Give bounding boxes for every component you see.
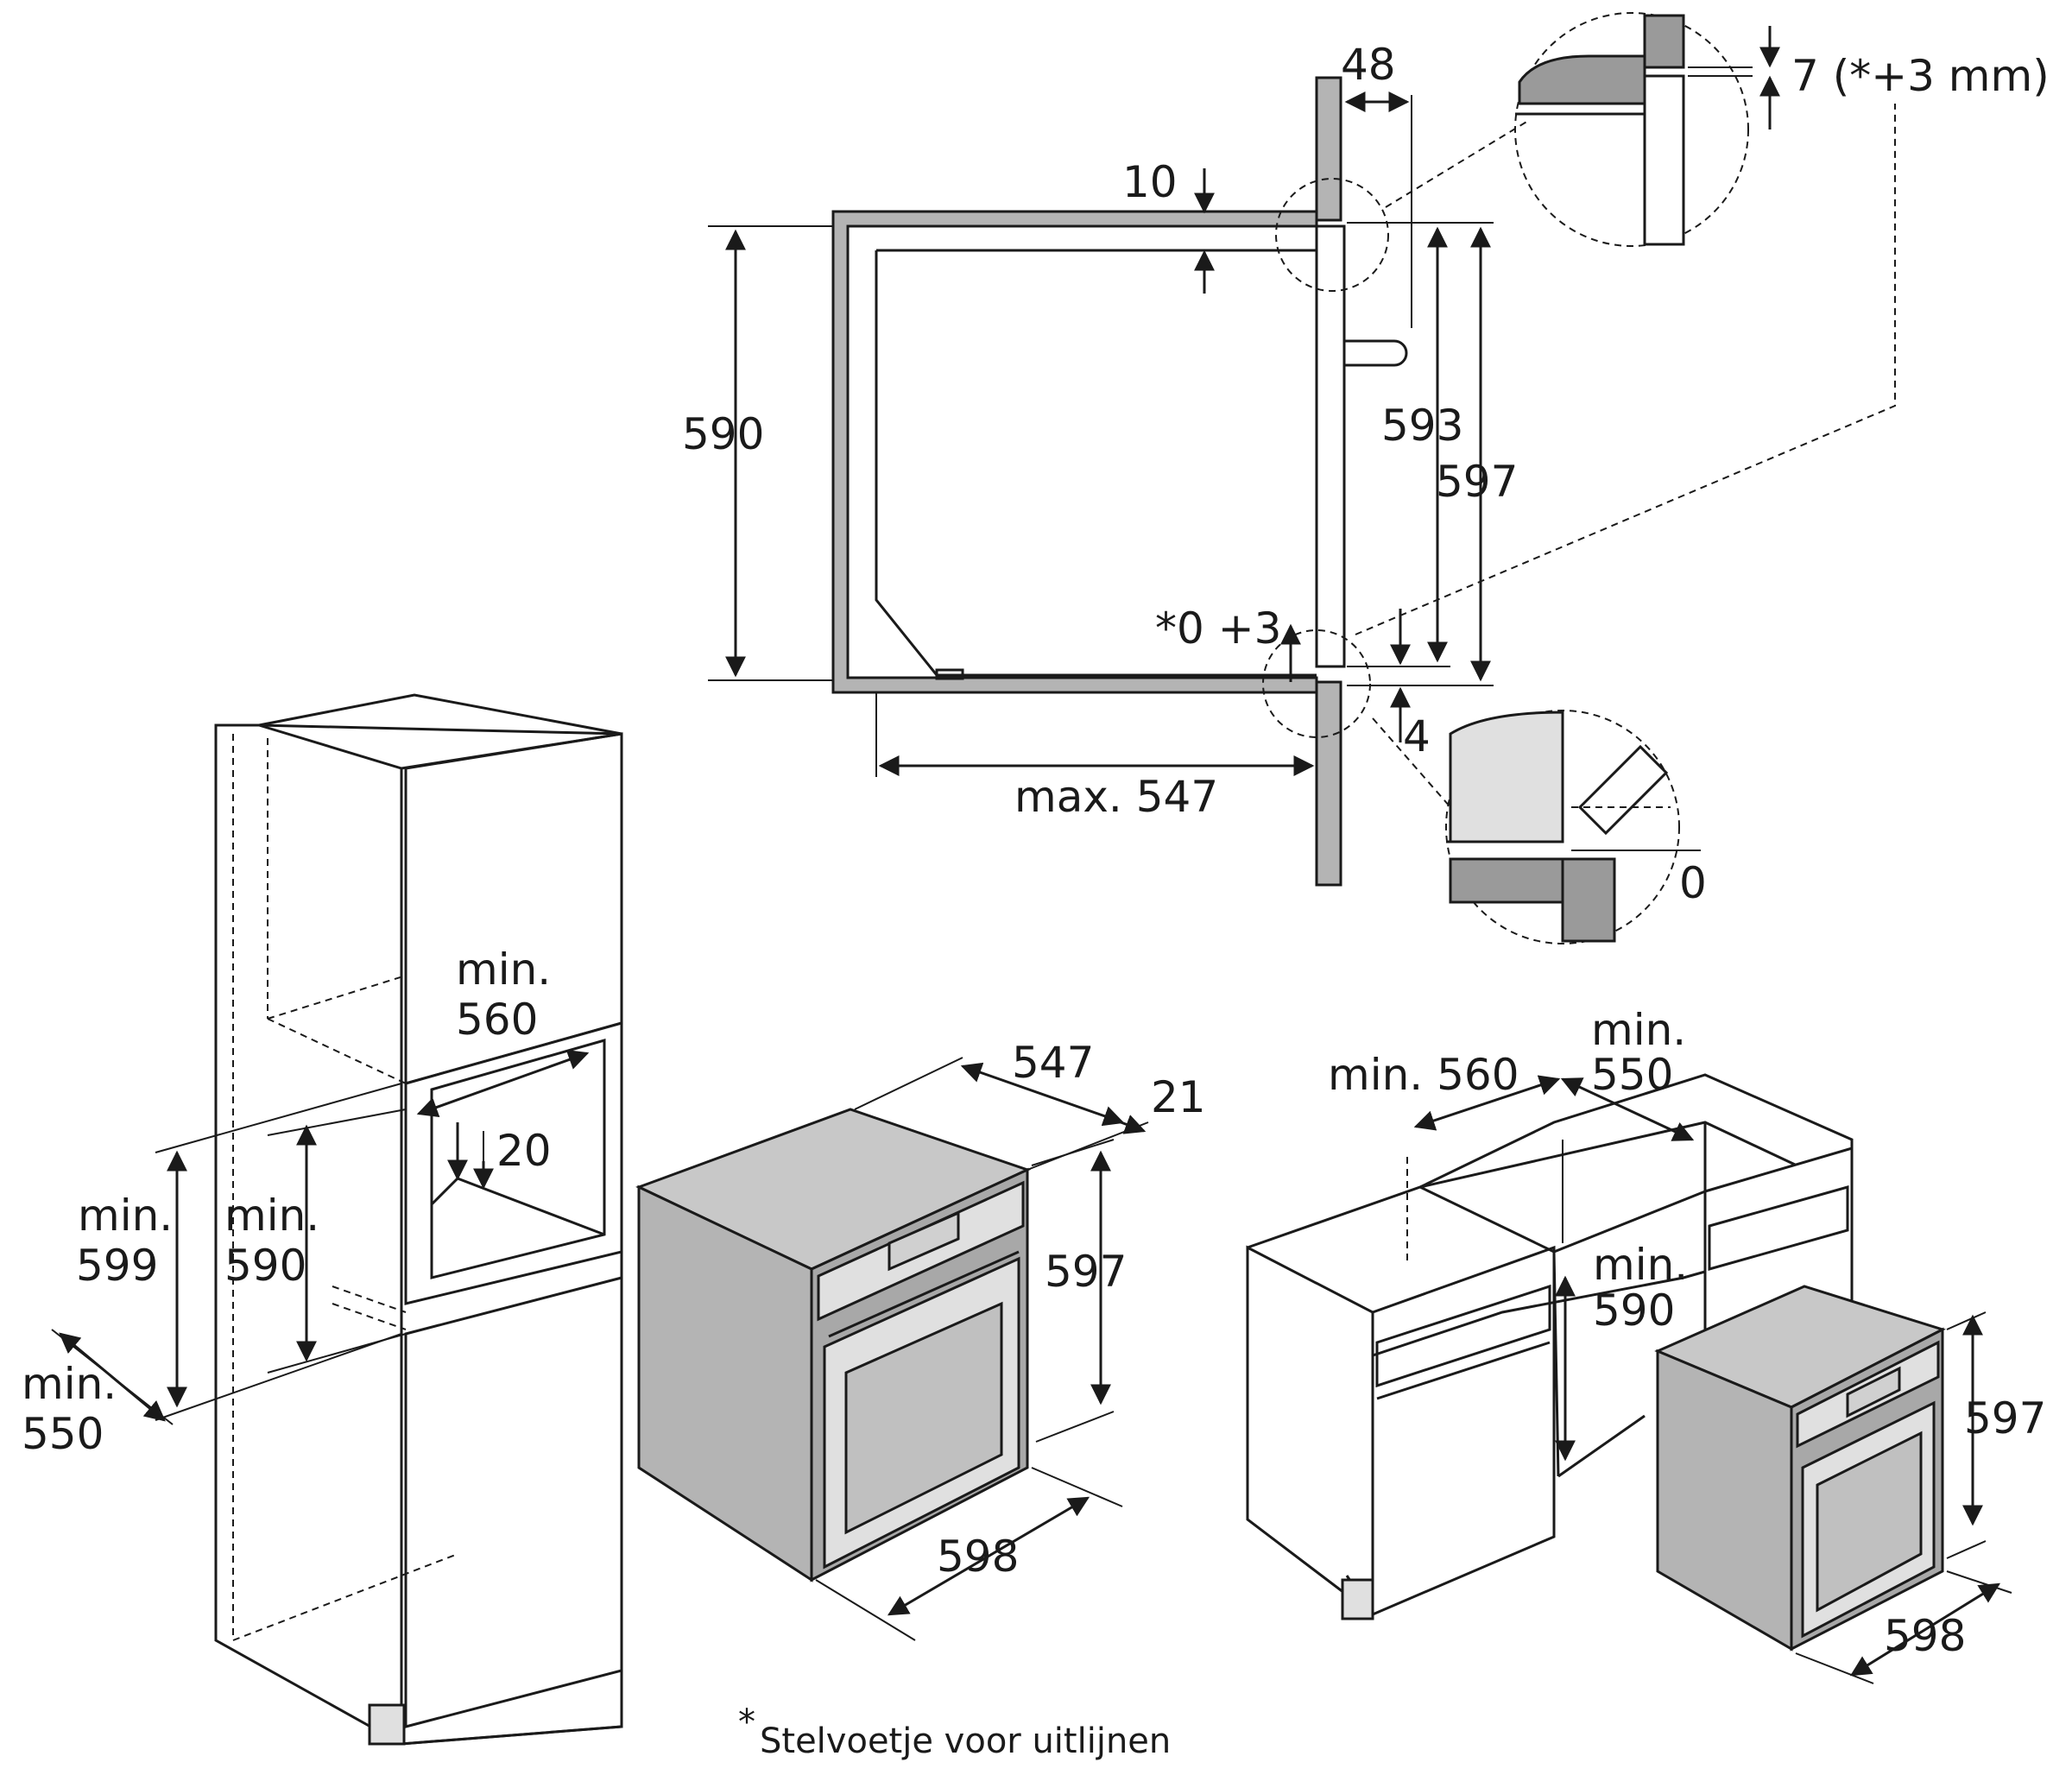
dim-oven-598-line (887, 1496, 1090, 1616)
label-under-min-550-a: min. (1591, 1005, 1686, 1055)
oven-door (1315, 224, 1346, 668)
label-oven-598: 598 (937, 1532, 1019, 1582)
footnote-text: Stelvoetje voor uitlijnen (760, 1721, 1171, 1761)
label-tall-min-599-a: min. (78, 1191, 173, 1241)
detail-ring-bottom (1262, 629, 1371, 738)
label-0-3: *0 +3 (1155, 603, 1281, 654)
dim-under-550-line (1560, 1077, 1695, 1141)
front-panel-bottom (1315, 680, 1342, 887)
label-4: 4 (1403, 711, 1431, 761)
oven-foot (935, 668, 964, 680)
label-under-min-590-b: 590 (1593, 1285, 1675, 1336)
tall-cabinet-view (51, 693, 623, 1746)
label-10: 10 (1122, 157, 1178, 207)
label-under-598: 598 (1884, 1611, 1966, 1661)
label-tall-20: 20 (496, 1126, 552, 1176)
dim-tall-550-line (59, 1332, 166, 1422)
label-7: 7 (*+3 mm) (1791, 51, 2050, 101)
label-max547: max. 547 (1014, 772, 1218, 822)
label-tall-min-590-a: min. (224, 1191, 319, 1241)
footnote-asterisk: * (738, 1702, 755, 1742)
oven-view (635, 1057, 1149, 1641)
label-590-side: 590 (682, 409, 764, 459)
label-tall-min-560-b: 560 (456, 995, 538, 1045)
label-597-side: 597 (1436, 457, 1518, 507)
label-tall-min-550-b: 550 (22, 1409, 104, 1459)
label-tall-min-590-b: 590 (224, 1241, 306, 1291)
label-0: 0 (1679, 858, 1707, 908)
dim-tall-560-line (416, 1050, 590, 1117)
detail-top (1514, 12, 1780, 247)
front-panel-top (1315, 76, 1342, 222)
side-section-view (708, 12, 1896, 944)
under-counter-view (1246, 1073, 2012, 1684)
label-under-min-560: min. 560 (1328, 1050, 1519, 1100)
dim-oven-547-line (960, 1062, 1125, 1127)
label-tall-min-550-a: min. (22, 1359, 117, 1409)
label-tall-min-599-b: 599 (76, 1241, 158, 1291)
label-593: 593 (1381, 401, 1463, 451)
label-under-597: 597 (1964, 1393, 2046, 1443)
door-handle (1344, 339, 1408, 367)
label-oven-597: 597 (1045, 1247, 1127, 1297)
label-oven-21: 21 (1151, 1072, 1206, 1122)
label-48: 48 (1341, 40, 1396, 90)
label-under-min-550-b: 550 (1591, 1050, 1673, 1100)
label-under-min-590-a: min. (1593, 1240, 1688, 1290)
oven-body-outline (875, 249, 1317, 677)
dim-under-560-line (1413, 1075, 1561, 1131)
dim-under-598-line (1849, 1582, 2001, 1677)
label-oven-547: 547 (1012, 1038, 1094, 1088)
label-tall-min-560-a: min. (456, 944, 551, 995)
detail-bottom (1445, 710, 1701, 944)
detail-ring-top (1275, 178, 1389, 292)
